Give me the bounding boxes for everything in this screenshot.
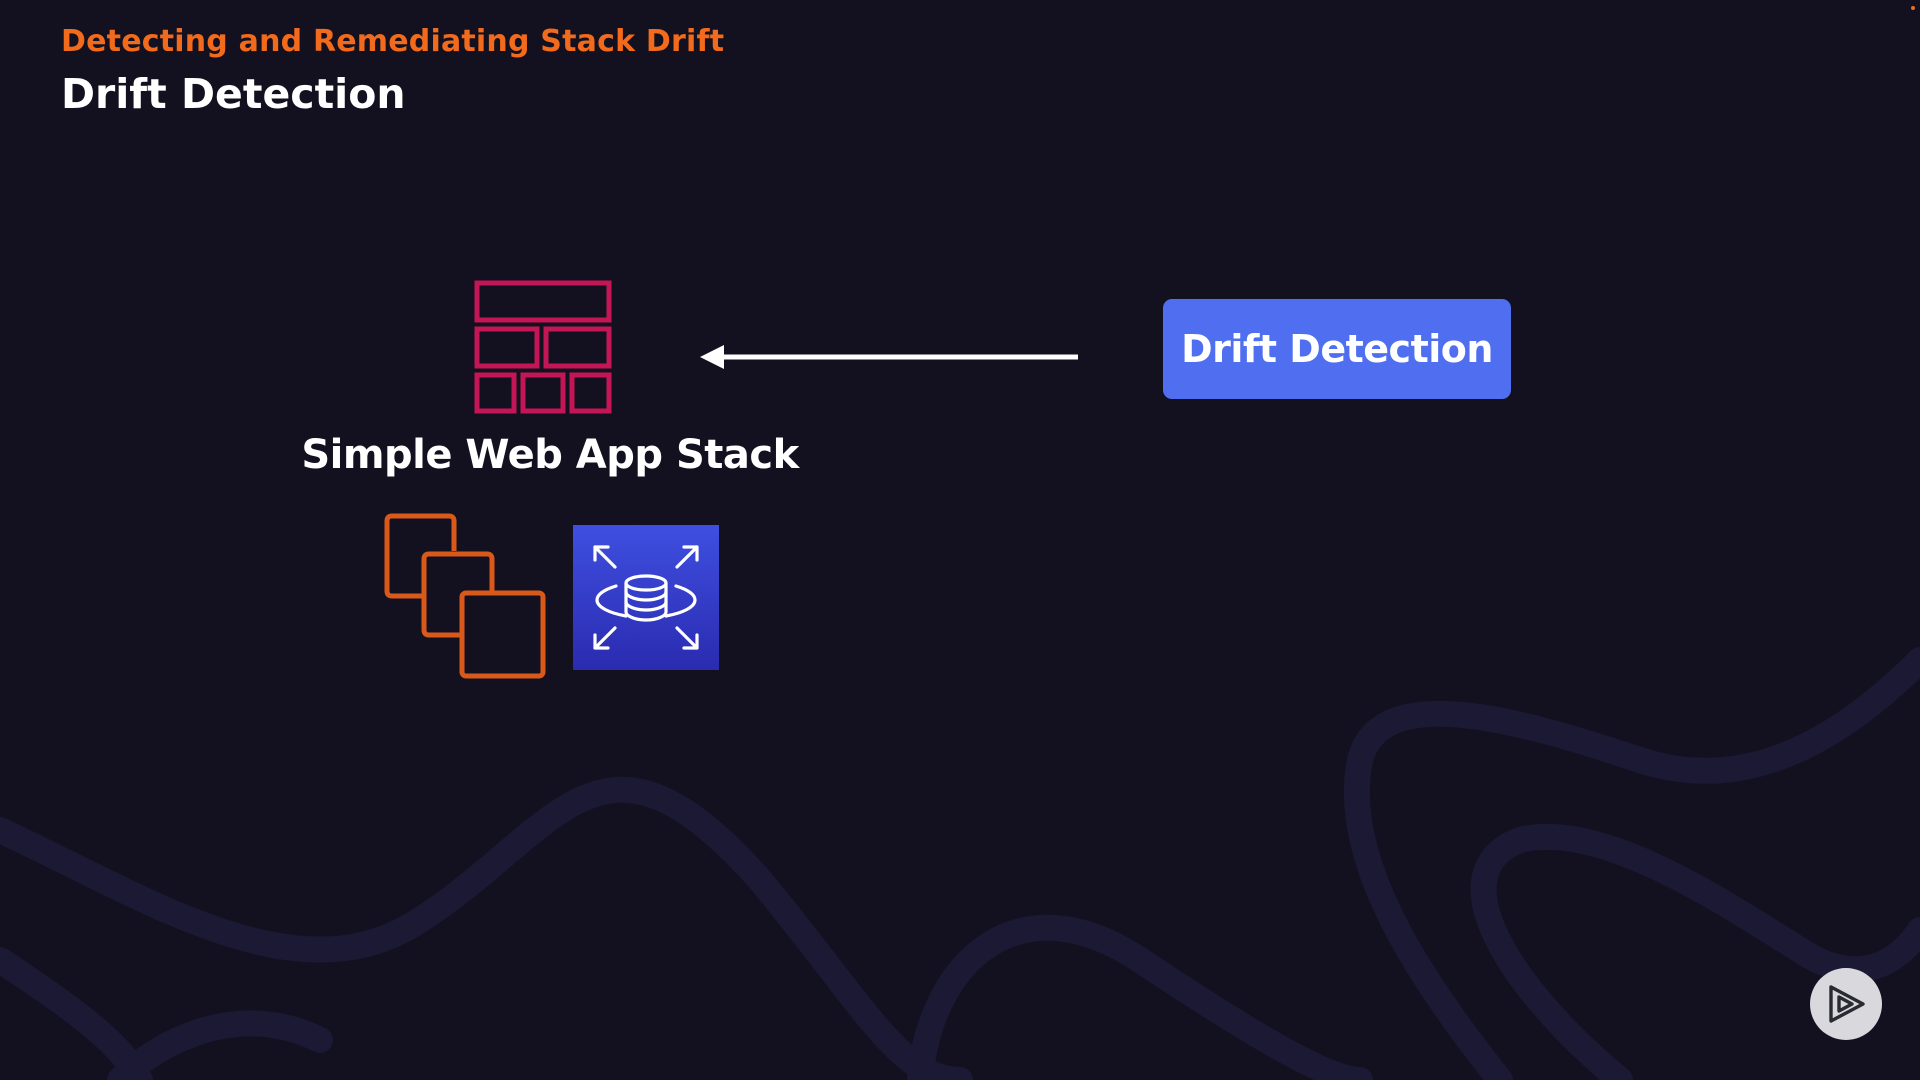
play-logo-icon: [1829, 985, 1865, 1023]
rds-database-icon: [573, 525, 719, 670]
drift-detection-button[interactable]: Drift Detection: [1163, 299, 1511, 399]
corner-marker: [1911, 6, 1915, 10]
course-module-title: Detecting and Remediating Stack Drift: [61, 24, 725, 59]
player-logo-button[interactable]: [1810, 968, 1882, 1040]
arrow-left-icon: [700, 345, 1078, 369]
ec2-instances-icon: [384, 513, 546, 679]
stack-label: Simple Web App Stack: [301, 432, 799, 478]
slide-title: Drift Detection: [61, 70, 406, 118]
firewall-icon: [474, 280, 612, 414]
